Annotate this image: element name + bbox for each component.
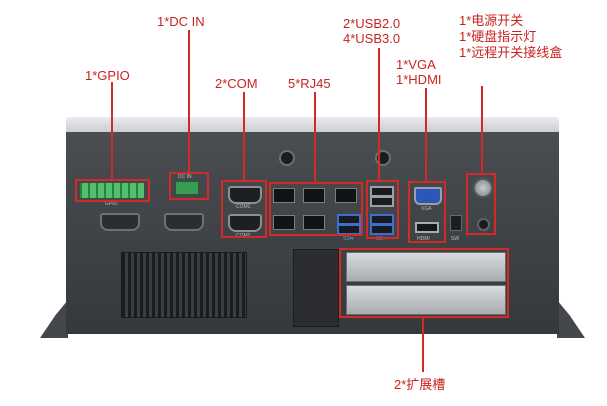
rj45-port-3 (335, 188, 357, 203)
gpio-panel-text: GPIO (105, 201, 118, 207)
vga-port (414, 187, 442, 205)
usb-highlight-box (366, 180, 399, 239)
dc-in-leader-line (188, 30, 190, 172)
power-highlight-box (466, 173, 496, 235)
com2-port (228, 214, 262, 232)
expansion-highlight-box (339, 248, 509, 318)
expansion-leader-line (422, 318, 424, 372)
usb3-panel-text-1: SS⇆ (343, 236, 354, 242)
blank-port-cover-1 (100, 213, 140, 231)
expansion-slot-1 (346, 252, 506, 282)
dc-in-label: 1*DC IN (157, 14, 205, 29)
left-mounting-foot (40, 300, 68, 338)
usb2-port-2 (370, 196, 394, 207)
hdd-led (477, 218, 490, 231)
vga-panel-text: VGA (421, 206, 432, 212)
rj45-port-5 (303, 215, 325, 230)
com1-panel-text: COM1 (236, 204, 251, 210)
chassis-top (66, 117, 559, 133)
remote-switch-label: 1*远程开关接线盒 (459, 45, 563, 60)
com-label: 2*COM (215, 76, 258, 91)
gpio-leader-line (111, 82, 113, 179)
right-mounting-foot (557, 300, 585, 338)
rj45-port-2 (303, 188, 325, 203)
hdd-led-label: 1*硬盘指示灯 (459, 29, 537, 44)
expansion-slot-2 (346, 285, 506, 315)
expansion-bracket (293, 249, 339, 327)
dc-in-highlight-box (169, 172, 209, 200)
dc-in-panel-text: DC IN (178, 174, 192, 180)
hdmi-label: 1*HDMI (396, 72, 442, 87)
rj45-highlight-box (269, 182, 363, 236)
gpio-highlight-box (75, 179, 150, 202)
power-leader-line (481, 86, 483, 173)
rj45-port-4 (273, 215, 295, 230)
remote-switch-terminal (450, 215, 462, 231)
antenna-hole-left (279, 150, 295, 166)
com-leader-line (243, 92, 245, 180)
vga-hdmi-highlight-box (408, 181, 446, 243)
rj45-port-1 (273, 188, 295, 203)
sw-panel-text: SW (451, 236, 460, 242)
usb2-label: 2*USB2.0 (343, 16, 401, 31)
dc-in-connector (175, 181, 199, 195)
usb3-panel-text-2: SS⇆ (376, 236, 387, 242)
blank-port-cover-2 (164, 213, 204, 231)
usb3-label: 4*USB3.0 (343, 31, 401, 46)
com1-port (228, 186, 262, 204)
usb3-port-4 (370, 224, 394, 235)
hdmi-port (415, 222, 439, 233)
power-switch-label: 1*电源开关 (459, 13, 524, 28)
vga-label: 1*VGA (396, 57, 436, 72)
rj45-leader-line (314, 92, 316, 182)
gpio-label: 1*GPIO (85, 68, 130, 83)
com-highlight-box (221, 180, 267, 238)
vga-leader-line (425, 88, 427, 181)
power-button (473, 178, 493, 198)
expansion-slot-label: 2*扩展槽 (394, 377, 446, 392)
cooling-vent (121, 252, 247, 318)
usb-leader-line (378, 48, 380, 180)
gpio-terminal-block (80, 183, 144, 198)
rj45-label: 5*RJ45 (288, 76, 331, 91)
hdmi-panel-text: HDMI (417, 236, 430, 242)
